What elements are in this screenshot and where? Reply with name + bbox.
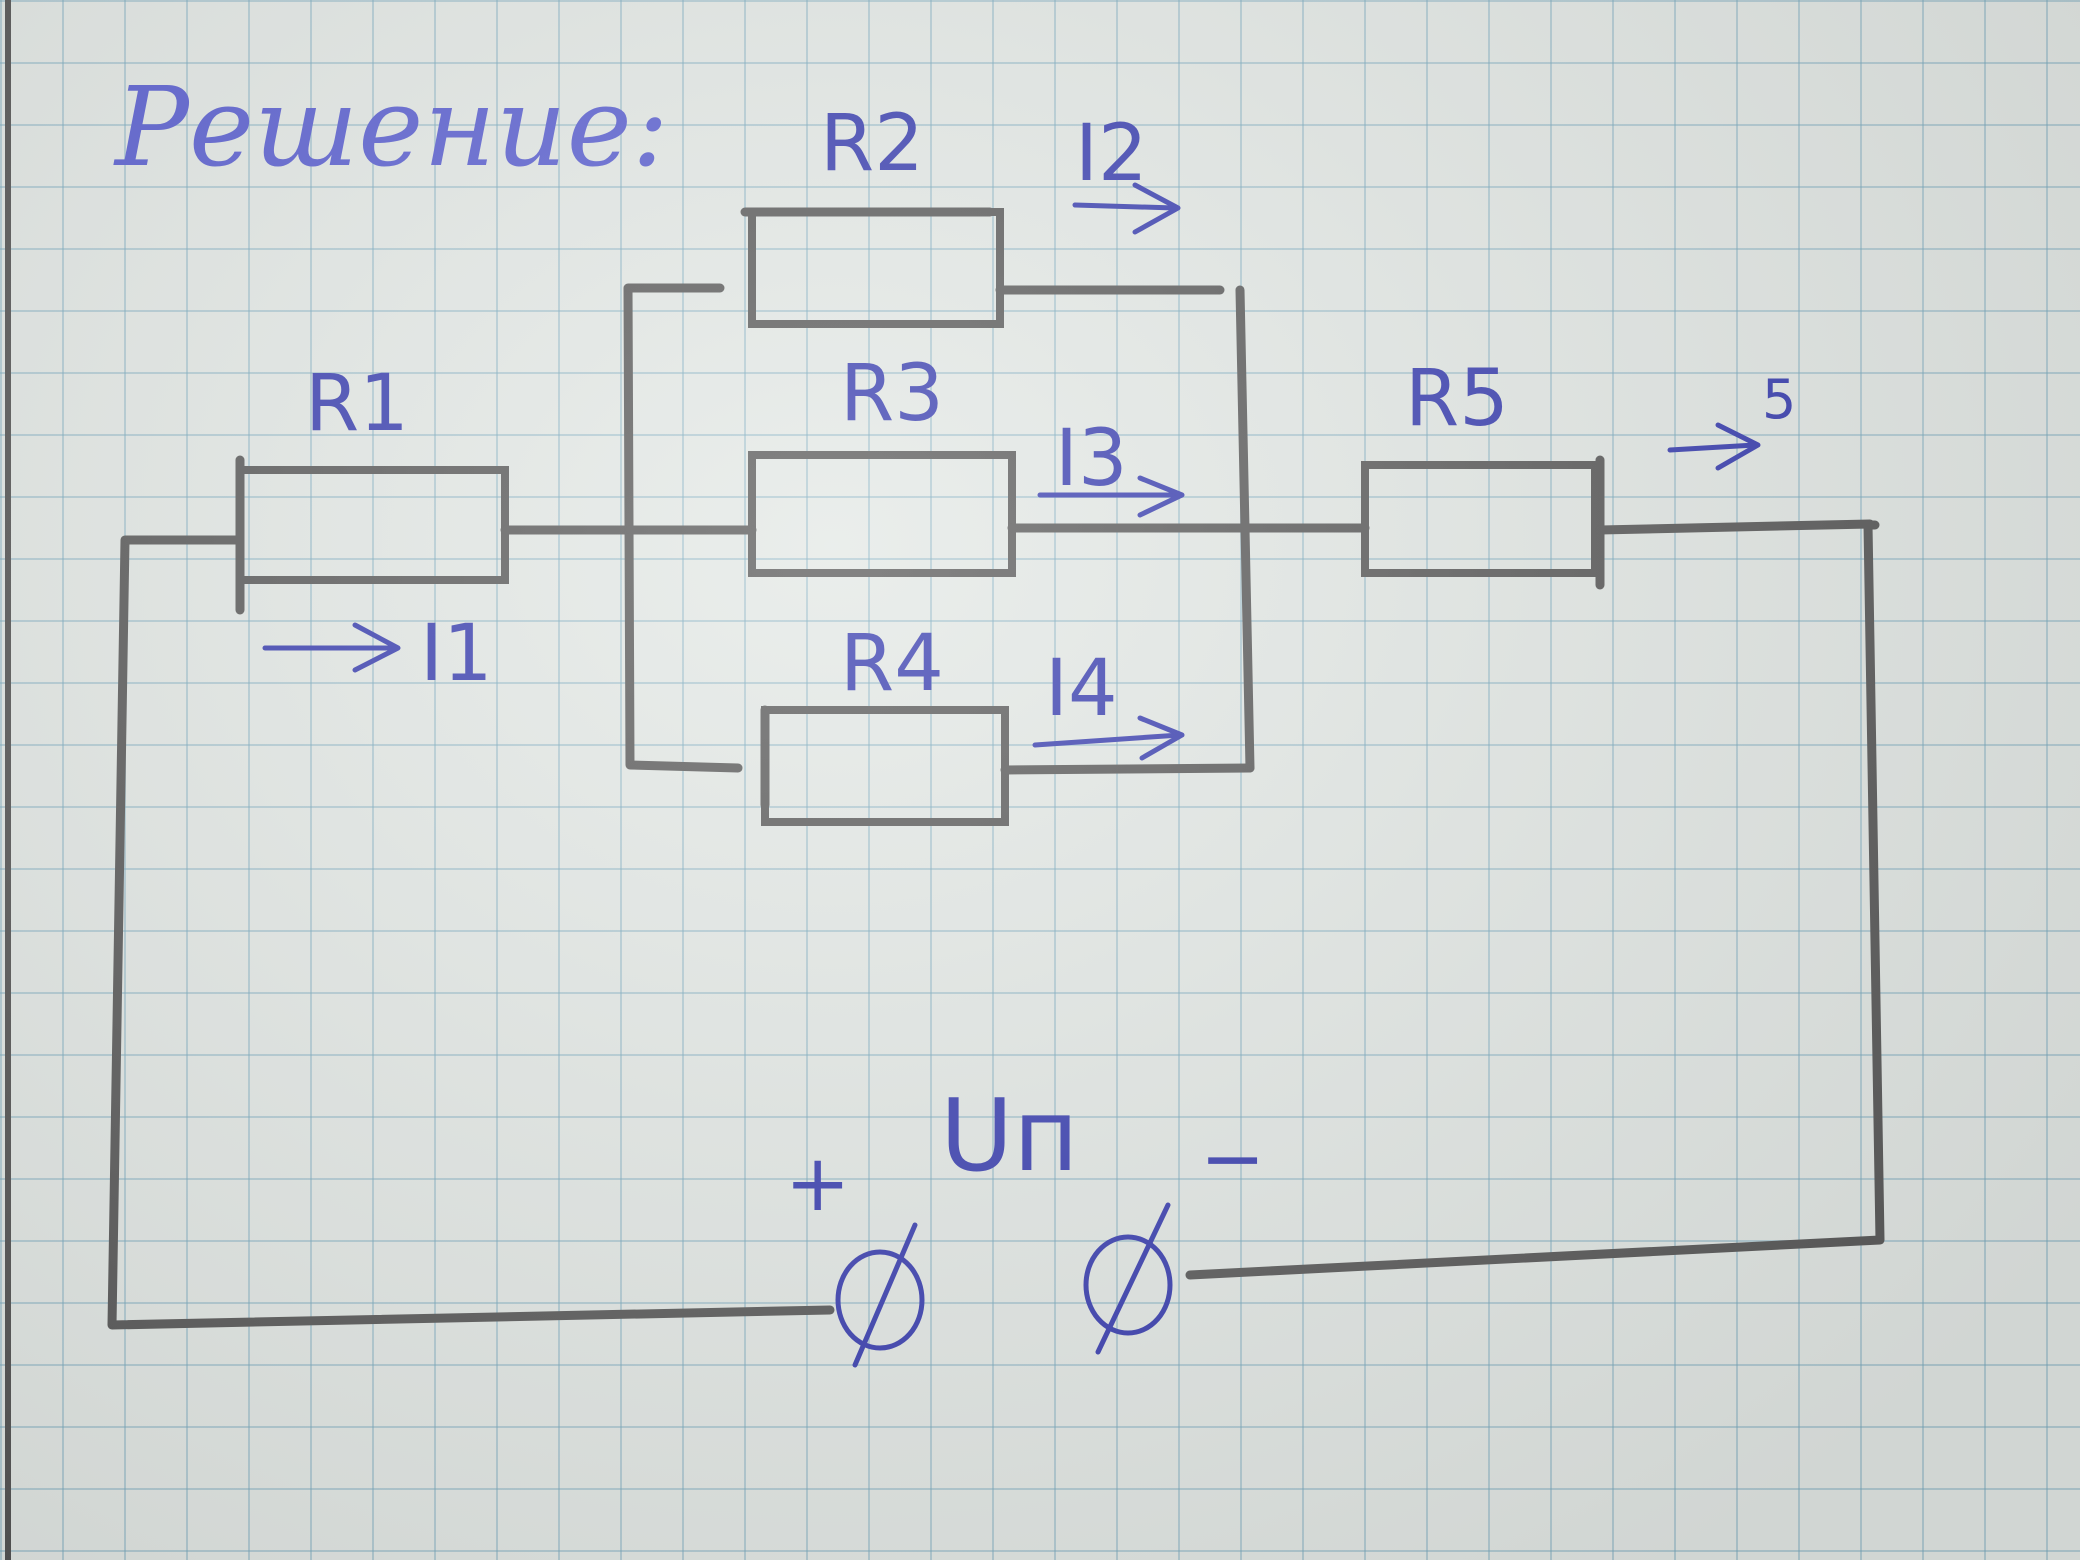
left-wire: [107, 535, 835, 1330]
resistor-r1: [236, 466, 509, 584]
resistor-r3: [748, 451, 1016, 577]
label-r1: R1: [305, 359, 409, 449]
terminal-plus: [835, 1222, 925, 1368]
right-bus: [1235, 285, 1255, 773]
right-wire: [1185, 520, 1885, 1280]
resistor-r2: [748, 208, 1004, 328]
label-i2: I2: [1075, 109, 1148, 199]
terminal-minus: [1083, 1202, 1173, 1355]
r5-right-wire: [1595, 519, 1875, 535]
r4-right-wire: [1000, 763, 1255, 775]
heading: Решение:: [113, 63, 669, 191]
source-plus: +: [785, 1139, 850, 1229]
label-i4: I4: [1045, 644, 1118, 734]
label-r5: R5: [1405, 354, 1509, 444]
arrow-i1: [262, 622, 401, 673]
source-minus: −: [1200, 1114, 1265, 1204]
label-r2: R2: [820, 99, 924, 189]
arrow-i5: [1667, 422, 1761, 471]
resistor-r5: [1361, 461, 1599, 577]
resistor-r4: [761, 706, 1009, 826]
arrow-i3: [1037, 475, 1185, 518]
label-i3: I3: [1055, 414, 1128, 504]
label-i1: I1: [420, 609, 493, 699]
label-r3: R3: [840, 349, 944, 439]
arrow-i4: [1032, 715, 1185, 761]
source-label: Uп: [940, 1077, 1079, 1194]
arrow-i2: [1072, 182, 1181, 235]
label-r4: R4: [840, 619, 944, 709]
label-i5: 5: [1762, 368, 1796, 431]
